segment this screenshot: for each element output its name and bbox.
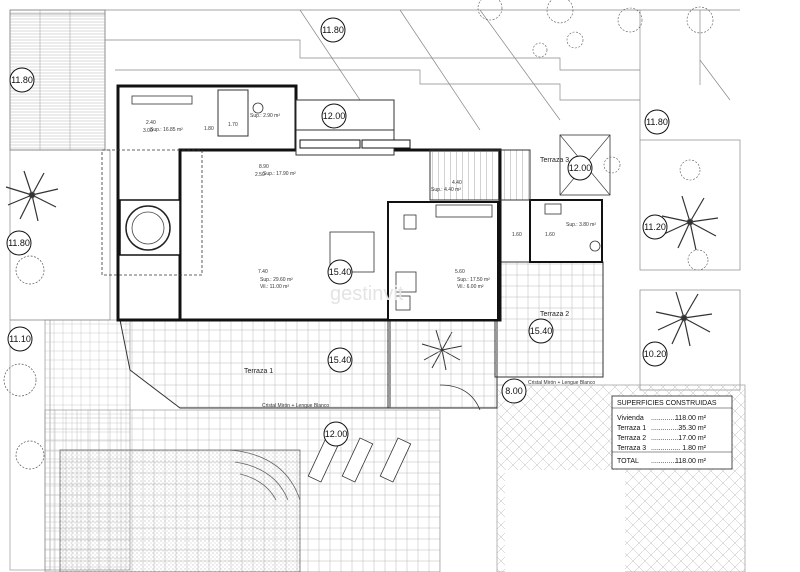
dim-label: 4.40 bbox=[452, 180, 462, 186]
svg-text:11.80: 11.80 bbox=[322, 25, 344, 35]
svg-text:11.10: 11.10 bbox=[9, 334, 31, 344]
row-value: 17.00 m² bbox=[678, 435, 706, 442]
row-label: Terraza 3 bbox=[617, 445, 646, 452]
pool-deck bbox=[44, 409, 441, 572]
level-marker-left-mid: 11.80 bbox=[6, 230, 32, 256]
row-dots: ............... bbox=[651, 425, 680, 432]
terraza-1-label: Terraza 1 bbox=[244, 368, 273, 375]
total-value: 118.00 m² bbox=[675, 458, 707, 465]
sunbeds bbox=[307, 437, 412, 483]
total-dots: ............... bbox=[651, 458, 680, 465]
dim-label: 2.40 bbox=[146, 120, 156, 126]
row-label: Terraza 1 bbox=[617, 425, 646, 432]
row-label: Terraza 2 bbox=[617, 435, 646, 442]
level-marker-pool: 12.00 bbox=[323, 421, 349, 447]
room-bedroom-right-vil: Vil.: 6.00 m² bbox=[457, 284, 484, 290]
room-living-area: Sup.: 29.60 m² bbox=[260, 277, 293, 283]
svg-text:11.80: 11.80 bbox=[8, 238, 30, 248]
room-bath-right-area: Sup.: 3.80 m² bbox=[566, 222, 596, 228]
level-marker-garden: 8.00 bbox=[501, 378, 527, 404]
level-marker-right-top: 11.80 bbox=[644, 109, 670, 135]
room-kitchen-area: Sup.: 4.40 m² bbox=[431, 187, 461, 193]
level-marker-top: 11.80 bbox=[320, 17, 346, 43]
room-bedroom-top-area: Sup.: 16.85 m² bbox=[150, 127, 183, 133]
row-value: 35.30 m² bbox=[678, 425, 706, 432]
svg-text:15.40: 15.40 bbox=[329, 267, 352, 277]
level-marker-terraza3: 12.00 bbox=[567, 155, 593, 181]
row-dots: ............... bbox=[651, 415, 680, 422]
row-dots: ............... bbox=[651, 445, 680, 452]
room-living-vil: Vil.: 11.00 m² bbox=[260, 284, 289, 290]
dim-label: 1.80 bbox=[204, 126, 214, 132]
row-value: 1.80 m² bbox=[682, 445, 706, 452]
top-garden-lines bbox=[105, 9, 740, 140]
level-markers: 11.80 11.80 11.80 11.10 11.80 11.20 10.2… bbox=[6, 17, 670, 447]
dim-label: 1.60 bbox=[545, 232, 555, 238]
svg-text:11.20: 11.20 bbox=[644, 222, 666, 232]
palm-left-icon bbox=[5, 170, 59, 222]
row-label: Vivienda bbox=[617, 415, 644, 422]
svg-text:11.80: 11.80 bbox=[646, 117, 668, 127]
dim-label: 1.70 bbox=[228, 122, 238, 128]
level-marker-left-low: 11.10 bbox=[7, 326, 33, 352]
svg-text:8.00: 8.00 bbox=[505, 386, 523, 396]
svg-text:12.00: 12.00 bbox=[569, 163, 592, 173]
dim-label: 5.60 bbox=[455, 269, 465, 275]
terraza-1-note: Cristal Mirón + Lengue Blanco bbox=[262, 403, 329, 409]
watermark: gestinvit bbox=[330, 283, 404, 305]
room-bath-top-area: Sup.: 2.90 m² bbox=[250, 113, 280, 119]
level-marker-right-mid: 11.20 bbox=[642, 214, 668, 240]
level-marker-left-top: 11.80 bbox=[9, 67, 35, 93]
superficies-title: SUPERFICIES CONSTRUIDAS bbox=[617, 400, 717, 407]
svg-text:12.00: 12.00 bbox=[323, 111, 346, 121]
dim-label: 8.90 bbox=[259, 164, 269, 170]
dim-label: 1.60 bbox=[512, 232, 522, 238]
dim-label: 3.00 bbox=[143, 128, 153, 134]
dim-label: 2.50 bbox=[255, 172, 265, 178]
level-marker-terraza-right: 15.40 bbox=[528, 318, 554, 344]
level-marker-stair-top: 12.00 bbox=[321, 103, 347, 129]
level-marker-center-low: 15.40 bbox=[327, 347, 353, 373]
row-dots: ............... bbox=[651, 435, 680, 442]
terraza-3-label: Terraza 3 bbox=[540, 157, 569, 164]
palm-right-top-icon bbox=[661, 195, 719, 251]
level-marker-right-low: 10.20 bbox=[642, 341, 668, 367]
superficies-table: SUPERFICIES CONSTRUIDAS Vivienda .......… bbox=[611, 395, 733, 470]
terraza-2-note: Cristal Mirón + Lengue Blanco bbox=[528, 380, 595, 386]
svg-text:10.20: 10.20 bbox=[644, 349, 667, 359]
level-marker-center-mid: 15.40 bbox=[327, 259, 353, 285]
svg-text:15.40: 15.40 bbox=[530, 326, 553, 336]
dim-label: 7.40 bbox=[258, 269, 268, 275]
terraza-2-label: Terraza 2 bbox=[540, 311, 569, 318]
svg-text:11.80: 11.80 bbox=[11, 75, 33, 85]
room-corridor-area: Sup.: 17.90 m² bbox=[263, 171, 296, 177]
palm-right-low-icon bbox=[655, 291, 713, 347]
svg-text:12.00: 12.00 bbox=[325, 429, 348, 439]
svg-text:15.40: 15.40 bbox=[329, 355, 352, 365]
row-value: 118.00 m² bbox=[675, 415, 707, 422]
top-trees bbox=[477, 0, 714, 271]
room-bedroom-right-area: Sup.: 17.50 m² bbox=[457, 277, 490, 283]
house bbox=[101, 84, 611, 411]
total-label: TOTAL bbox=[617, 458, 639, 465]
